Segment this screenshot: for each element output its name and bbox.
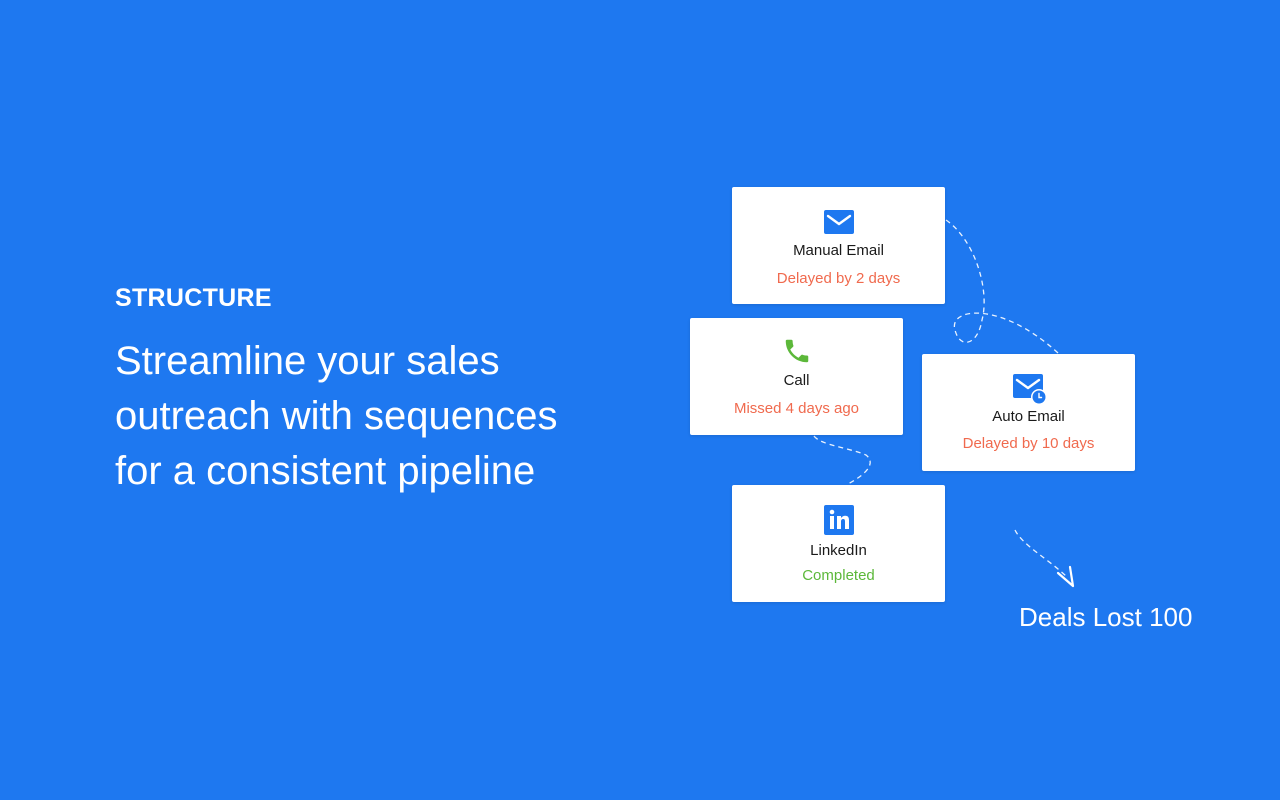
connector-manual-to-auto xyxy=(945,219,1059,354)
step-card-manual-email: Manual Email Delayed by 2 days xyxy=(732,187,945,304)
step-status: Missed 4 days ago xyxy=(733,400,860,417)
connector-auto-to-deals xyxy=(1014,529,1069,579)
headline: Streamline your sales outreach with sequ… xyxy=(115,339,558,493)
step-status: Delayed by 2 days xyxy=(776,270,901,287)
section-eyebrow: STRUCTURE xyxy=(115,284,272,312)
step-title: Manual Email xyxy=(793,242,884,259)
step-title: Auto Email xyxy=(992,408,1065,425)
step-card-linkedin: LinkedIn Completed xyxy=(732,485,945,602)
mail-clock-icon xyxy=(1012,374,1047,405)
step-status: Delayed by 10 days xyxy=(962,435,1095,452)
linkedin-icon xyxy=(823,505,854,535)
phone-icon xyxy=(785,339,808,363)
arrow-head-icon xyxy=(1056,565,1075,588)
step-status: Completed xyxy=(802,567,875,584)
step-title: Call xyxy=(783,372,810,389)
step-card-call: Call Missed 4 days ago xyxy=(690,318,903,435)
step-title: LinkedIn xyxy=(810,542,867,559)
mail-icon xyxy=(823,210,854,234)
connector-call-to-linkedin xyxy=(813,435,871,485)
step-card-auto-email: Auto Email Delayed by 10 days xyxy=(922,354,1135,471)
deals-lost-label: Deals Lost 100 xyxy=(1019,602,1193,632)
